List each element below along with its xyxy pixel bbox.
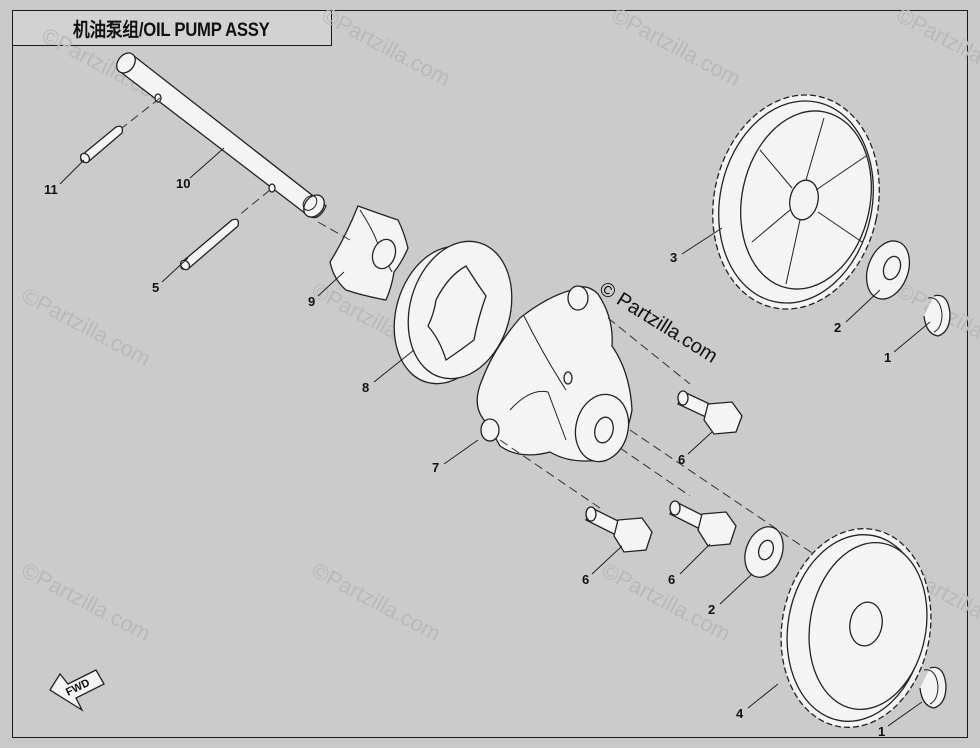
callout-6b: 6 [582,572,589,587]
upper-gear-part-3[interactable] [693,79,898,324]
callout-2a: 2 [834,320,841,335]
pin-part-5[interactable] [179,218,240,271]
inner-rotor-part-9[interactable] [329,205,409,301]
watermark: ©Partzilla.com [308,557,445,646]
callout-7: 7 [432,460,439,475]
pin-part-11[interactable] [79,125,124,164]
page-title: 机油泵组/OIL PUMP ASSY [73,19,270,41]
callout-3: 3 [670,250,677,265]
callout-9: 9 [308,294,315,309]
bolt-part-6a[interactable] [677,390,743,435]
callout-5: 5 [152,280,159,295]
watermark: ©Partzilla.com [608,2,745,91]
title-box: 机油泵组/OIL PUMP ASSY [12,10,332,46]
callout-4: 4 [736,706,744,721]
assembly-line [499,439,601,509]
watermark: ©Partzilla.com [18,557,155,646]
lower-gear-part-4[interactable] [766,517,946,740]
callout-8: 8 [362,380,369,395]
assembly-line [317,221,351,241]
fwd-arrow-icon: FWD [49,669,105,712]
leader-lines [59,147,931,727]
circlip-part-1b[interactable] [919,666,947,709]
watermark: ©Partzilla.com [318,2,455,91]
circlip-part-1a[interactable] [923,294,951,337]
outer-rotor-part-8[interactable] [379,229,528,396]
callout-10: 10 [176,176,190,191]
assembly-line [237,189,271,217]
watermark: ©Partzilla.com [893,2,980,91]
callout-6c: 6 [668,572,675,587]
bolt-part-6c[interactable] [669,500,737,547]
bolt-part-6b[interactable] [585,506,653,553]
callout-6a: 6 [678,452,685,467]
callout-11: 11 [44,182,58,197]
assembly-line [607,317,691,385]
assembly-line [619,447,691,497]
washer-part-2a[interactable] [859,235,917,305]
watermark: ©Partzilla.com [18,282,155,371]
callouts: 11 10 5 9 8 7 6 6 6 3 2 1 2 4 1 [44,176,891,739]
shaft-part-10[interactable] [113,49,329,221]
washer-part-2b[interactable] [738,521,790,582]
callout-1b: 1 [878,724,885,739]
callout-2b: 2 [708,602,715,617]
assembly-line [121,97,161,129]
callout-1a: 1 [884,350,891,365]
pump-housing-part-7[interactable] [476,285,635,467]
